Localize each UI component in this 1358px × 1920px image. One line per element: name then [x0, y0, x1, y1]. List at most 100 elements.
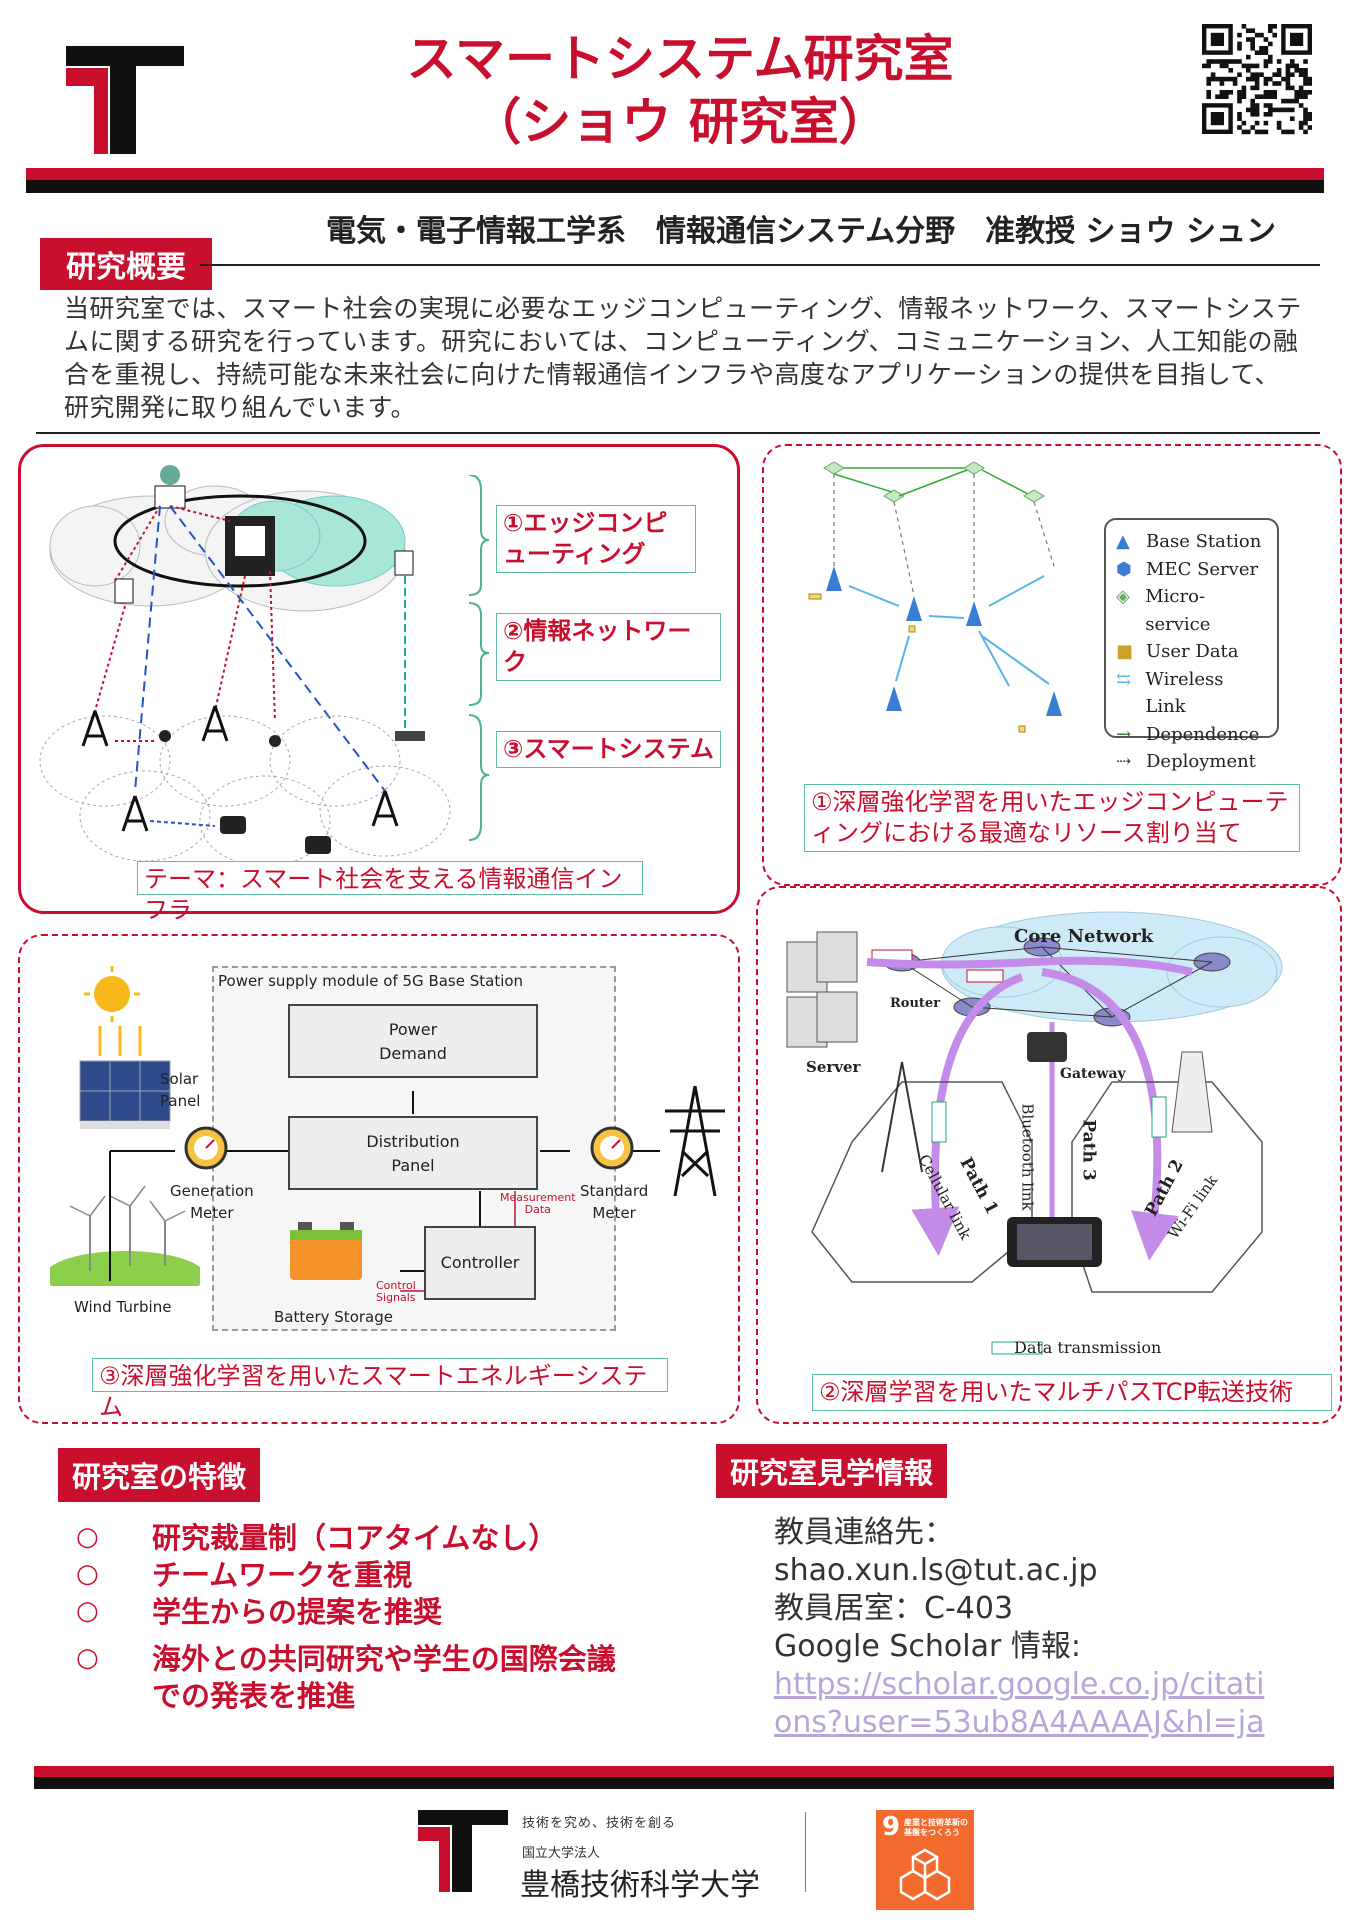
measurement-label: Measurement Data [500, 1191, 576, 1216]
qr-code[interactable] [1202, 24, 1313, 136]
scholar-label: Google Scholar 情報: [774, 1629, 1081, 1665]
legend-item: ■ User Data [1116, 638, 1267, 666]
edge-legend-list: ▲Base Station⬢ MEC Server ◈ Micro-service ■ U… [1116, 528, 1267, 776]
contact-email[interactable]: shao.xun.ls@tut.ac.jp [774, 1553, 1098, 1589]
energy-panel: Solar Panel Wind Turbine Power supply mo… [18, 934, 740, 1424]
footer-corp: 国立大学法人 [522, 1846, 601, 1861]
feature-text: チームワークを重視 [152, 1558, 413, 1593]
legend-item: ▲Base Station [1116, 528, 1267, 556]
office-room: 教員居室：C-403 [774, 1591, 1014, 1627]
theme-network-diagram [39, 465, 451, 867]
theme-label-edge: ①エッジコンピューティング [496, 505, 696, 574]
legend-label: MEC Server [1146, 558, 1259, 580]
bluetooth-label: Bluetooth link [1018, 1103, 1037, 1211]
legend-marker-icon: ▲ [1116, 531, 1130, 552]
features-list: ○ 研究裁量制（コアタイムなし） ○ チームワークを重視 ○ 学生からの提案を推… [76, 1520, 696, 1716]
mptcp-caption: ②深層学習を用いたマルチパスTCP転送技術 [812, 1374, 1332, 1412]
scholar-link[interactable]: https://scholar.google.co.jp/citations?u… [774, 1667, 1265, 1741]
legend-item: ◈ Micro-service [1116, 583, 1267, 638]
bullet-icon: ○ [76, 1596, 99, 1627]
theme-panel: ①エッジコンピューティング ②情報ネットワーク ③スマートシステム テーマ：スマ… [18, 444, 740, 924]
footer-tagline: 技術を究め、技術を創る [522, 1816, 677, 1831]
legend-label: User Data [1146, 641, 1239, 662]
feature-text: 学生からの提案を推奨 [152, 1595, 443, 1630]
legend-label: Deployment [1146, 751, 1256, 772]
generation-meter-label: Generation Meter [170, 1182, 254, 1222]
edge-caption: ①深層強化学習を用いたエッジコンピューティングにおける最適なリソース割り当て [804, 784, 1300, 853]
server-label: Server [806, 1058, 861, 1076]
edge-panel: ▲Base Station⬢ MEC Server ◈ Micro-service ■ U… [762, 444, 1342, 886]
path3-label: Path 3 [1078, 1119, 1099, 1181]
router-label: Router [890, 996, 941, 1011]
page-title: スマートシステム研究室 （ショウ 研究室） [330, 28, 1030, 153]
power-module-title: Power supply module of 5G Base Station [218, 972, 524, 990]
legend-marker-icon: ◈ [1116, 586, 1130, 607]
legend-item: → Dependence [1116, 721, 1267, 749]
bullet-icon: ○ [76, 1559, 99, 1590]
gateway-label: Gateway [1060, 1066, 1126, 1082]
features-heading: 研究室の特徴 [58, 1448, 261, 1502]
energy-caption: ③深層強化学習を用いたスマートエネルギーシステム [92, 1358, 668, 1421]
overview-text: 当研究室では、スマート社会の実現に必要なエッジコンピューティング、情報ネットワー… [64, 294, 1302, 422]
battery-icon [290, 1222, 362, 1280]
sdg9-text: 産業と技術革新の 基盤をつくろう [904, 1818, 968, 1837]
header-band-red [26, 168, 1324, 180]
power-demand-box: Power Demand [288, 1004, 538, 1078]
overview-heading-rule [200, 264, 1320, 266]
legend-label: Dependence [1146, 723, 1260, 745]
legend-marker-icon: ⇢ [1116, 751, 1132, 772]
edge-legend: ▲Base Station⬢ MEC Server ◈ Micro-service ■ U… [1104, 518, 1279, 772]
sdg9-number: 9 [882, 1812, 901, 1842]
control-label: Control Signals [376, 1279, 416, 1304]
theme-caption: テーマ：スマート社会を支える情報通信インフラ [137, 861, 643, 924]
visit-info: 教員連絡先： shao.xun.ls@tut.ac.jp 教員居室：C-403 … [774, 1514, 1294, 1743]
data-transmission-label: Data transmission [1014, 1338, 1162, 1357]
standard-meter-label: Standard Meter [580, 1182, 649, 1222]
power-tower-icon [665, 1086, 725, 1196]
legend-marker-icon: → [1116, 723, 1132, 745]
standard-meter-icon [590, 1126, 634, 1170]
overview-bottom-rule [36, 432, 1320, 434]
wind-label: Wind Turbine [74, 1298, 172, 1316]
theme-label-network: ②情報ネットワーク [496, 613, 721, 682]
legend-marker-icon: ⬢ [1116, 558, 1132, 580]
feature-text: 海外との共同研究や学生の国際会議 での発表を推進 [152, 1642, 616, 1714]
cube-icon [899, 1848, 951, 1901]
mptcp-panel: Core Network Router Server Gateway Bluet… [756, 886, 1342, 1424]
overview-heading: 研究概要 [40, 238, 212, 290]
theme-label-smart: ③スマートシステム [496, 731, 721, 769]
legend-marker-icon: ■ [1116, 641, 1134, 662]
title-line-2: （ショウ 研究室） [471, 92, 889, 151]
wind-turbine-icon [50, 1185, 200, 1286]
footer-divider [805, 1812, 806, 1892]
title-line-1: スマートシステム研究室 [406, 30, 954, 88]
controller-box: Controller [424, 1226, 536, 1300]
legend-item: ⇢ Deployment [1116, 748, 1267, 776]
university-logo-top [66, 46, 184, 154]
generation-meter-icon [184, 1126, 228, 1170]
bullet-icon: ○ [76, 1522, 99, 1552]
visit-heading: 研究室見学情報 [716, 1444, 948, 1498]
legend-item: ⇆ Wireless Link [1116, 666, 1267, 721]
solar-panel-icon [79, 1026, 171, 1129]
legend-label: Micro-service [1145, 586, 1211, 635]
affiliation-text: 電気・電子情報工学系 情報通信システム分野 准教授 ショウ シュン [326, 214, 1276, 249]
legend-marker-icon: ⇆ [1116, 668, 1132, 690]
distribution-panel-box: Distribution Panel [288, 1116, 538, 1190]
feature-item: ○ チームワークを重視 [76, 1557, 696, 1594]
header-band-black [26, 180, 1324, 193]
feature-item: ○ 学生からの提案を推奨 [76, 1594, 696, 1631]
sdg9-badge: 9 産業と技術革新の 基盤をつくろう [876, 1810, 974, 1910]
footer-band-red [34, 1766, 1334, 1777]
feature-item: ○ 研究裁量制（コアタイムなし） [76, 1520, 696, 1557]
mptcp-diagram [786, 911, 1283, 1355]
contact-label: 教員連絡先： [774, 1515, 954, 1550]
battery-label: Battery Storage [274, 1308, 393, 1326]
feature-item: ○ 海外との共同研究や学生の国際会議 での発表を推進 [76, 1641, 696, 1715]
footer-band-black [34, 1777, 1334, 1789]
legend-label: Wireless Link [1145, 668, 1224, 718]
solar-label: Solar Panel [160, 1070, 201, 1110]
bullet-icon: ○ [76, 1643, 99, 1674]
energy-sun-icon [84, 966, 140, 1022]
edge-topology-diagram [808, 461, 1062, 733]
